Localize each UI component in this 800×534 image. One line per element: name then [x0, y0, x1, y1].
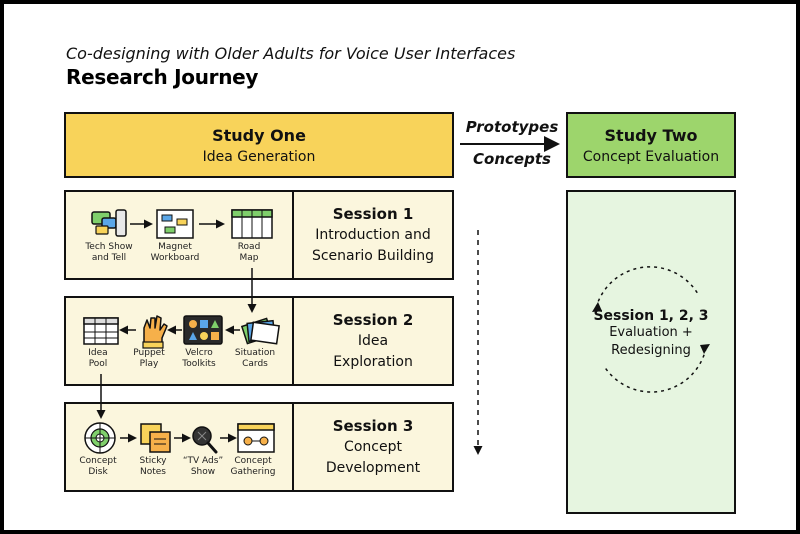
session-3-activities — [64, 402, 294, 492]
study-two-sessions-title: Session 1, 2, 3 — [593, 308, 709, 324]
concepts-label: Concepts — [473, 150, 551, 168]
session-3-line-2: Development — [325, 460, 421, 476]
diagram-canvas: Co-designing with Older Adults for Voice… — [4, 4, 796, 530]
session-1-box: Session 1 Introduction and Scenario Buil… — [292, 190, 454, 280]
session-1-activities — [64, 190, 294, 280]
prototypes-label: Prototypes — [465, 118, 559, 136]
activity-label: “TV Ads”Show — [182, 456, 224, 477]
session-2-activities — [64, 296, 294, 386]
diagram-subtitle: Co-designing with Older Adults for Voice… — [66, 44, 516, 63]
study-one-subtitle: Idea Generation — [202, 148, 316, 165]
study-two-sessions-line-1: Evaluation + — [609, 325, 693, 340]
study-two-subtitle: Concept Evaluation — [582, 148, 720, 165]
session-3-title: Session 3 — [332, 417, 414, 435]
session-2-title: Session 2 — [332, 311, 414, 329]
session-2-line-1: Idea — [357, 333, 389, 349]
session-1-line-2: Scenario Building — [311, 248, 435, 264]
session-3-box: Session 3 Concept Development — [292, 402, 454, 492]
study-two-sessions-line-2: Redesigning — [611, 343, 691, 358]
diagram-title: Research Journey — [66, 65, 259, 89]
study-two-box: Study Two Concept Evaluation — [566, 112, 736, 178]
study-one-title: Study One — [212, 125, 306, 145]
session-1-title: Session 1 — [332, 205, 414, 223]
session-2-line-2: Exploration — [333, 354, 413, 370]
session-1-line-1: Introduction and — [315, 227, 431, 243]
session-2-box: Session 2 Idea Exploration — [292, 296, 454, 386]
study-one-box: Study One Idea Generation — [64, 112, 454, 178]
study-two-title: Study Two — [604, 125, 698, 145]
session-3-line-1: Concept — [344, 439, 402, 455]
study-two-sessions-text: Session 1, 2, 3 Evaluation + Redesigning — [566, 308, 736, 360]
